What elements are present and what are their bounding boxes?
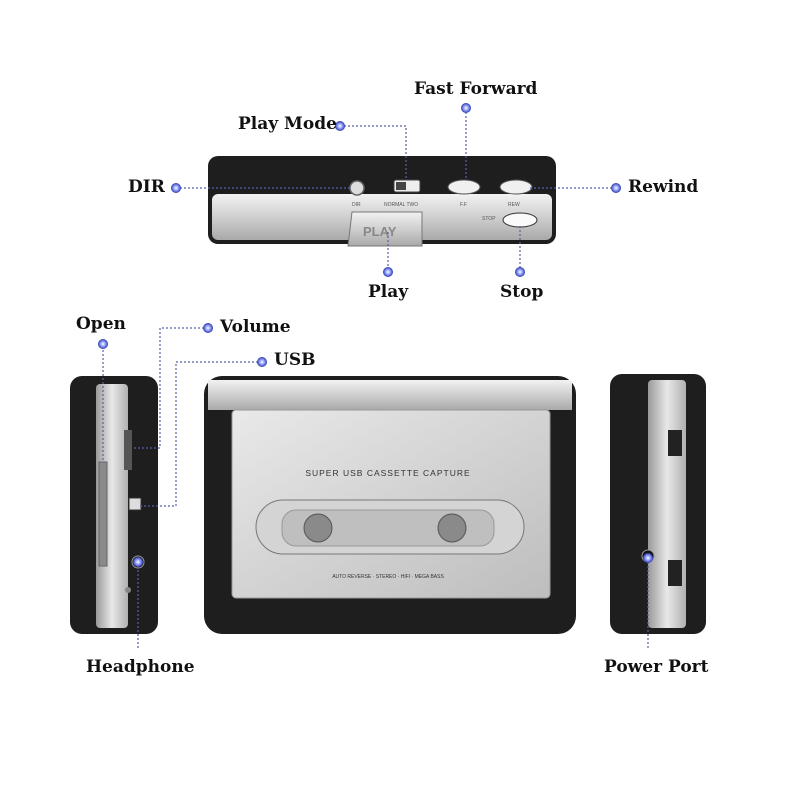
- left-reel: [303, 513, 333, 543]
- play-mode-switch-knob: [396, 182, 406, 190]
- rew-small-label: REW: [508, 202, 520, 208]
- fast-forward-button[interactable]: [447, 179, 481, 195]
- callout-dots: [98, 103, 653, 567]
- stop-button[interactable]: [502, 212, 538, 228]
- open-slider[interactable]: [98, 461, 108, 567]
- top-view: DIR NORMAL TWO F.F REW STOP PLAY: [208, 156, 556, 247]
- play-embossed-label: PLAY: [363, 224, 397, 239]
- label-rewind: Rewind: [628, 177, 699, 197]
- dot-stop: [515, 267, 525, 277]
- dot-dir: [171, 183, 181, 193]
- dot-usb: [257, 357, 267, 367]
- leader-lines: [102, 108, 649, 650]
- dot-fast-forward: [461, 103, 471, 113]
- dot-volume: [203, 323, 213, 333]
- label-headphone: Headphone: [86, 657, 195, 677]
- leader-play-mode: [340, 125, 407, 180]
- device-features: AUTO REVERSE · STEREO · HIFI · MEGA BASS: [332, 574, 444, 580]
- ff-small-label: F.F: [460, 202, 467, 208]
- label-stop: Stop: [500, 282, 544, 302]
- rewind-button[interactable]: [499, 179, 533, 195]
- label-volume: Volume: [220, 317, 291, 337]
- dot-open: [98, 339, 108, 349]
- usb-port[interactable]: [128, 497, 142, 511]
- right-slot-top: [668, 430, 682, 456]
- right-silver-panel: [648, 380, 686, 628]
- label-power-port: Power Port: [604, 657, 709, 677]
- label-open: Open: [76, 314, 126, 334]
- left-screw: [125, 587, 131, 593]
- dot-headphone: [133, 557, 143, 567]
- play-button[interactable]: [347, 211, 423, 247]
- stop-small-label: STOP: [482, 216, 496, 222]
- label-play: Play: [368, 282, 409, 302]
- label-fast-forward: Fast Forward: [414, 79, 538, 99]
- dir-button[interactable]: [349, 180, 365, 196]
- dot-rewind: [611, 183, 621, 193]
- left-side-view: [70, 376, 158, 634]
- right-slot-bottom: [668, 560, 682, 586]
- mode-small-label: NORMAL TWO: [384, 202, 418, 208]
- label-usb: USB: [274, 350, 316, 370]
- device-title: SUPER USB CASSETTE CAPTURE: [305, 468, 470, 478]
- volume-wheel[interactable]: [124, 430, 132, 470]
- front-view: SUPER USB CASSETTE CAPTURE AUTO REVERSE …: [204, 376, 576, 634]
- dot-play-mode: [335, 121, 345, 131]
- dot-play: [383, 267, 393, 277]
- front-top-strip: [208, 380, 572, 410]
- right-side-view: [610, 374, 706, 634]
- right-reel: [437, 513, 467, 543]
- left-silver-panel: [96, 384, 128, 628]
- dir-small-label: DIR: [352, 202, 361, 208]
- leader-volume: [132, 327, 208, 449]
- dot-power-port: [643, 553, 653, 563]
- label-dir: DIR: [128, 177, 165, 197]
- label-play-mode: Play Mode: [238, 114, 337, 134]
- leader-usb: [140, 361, 262, 507]
